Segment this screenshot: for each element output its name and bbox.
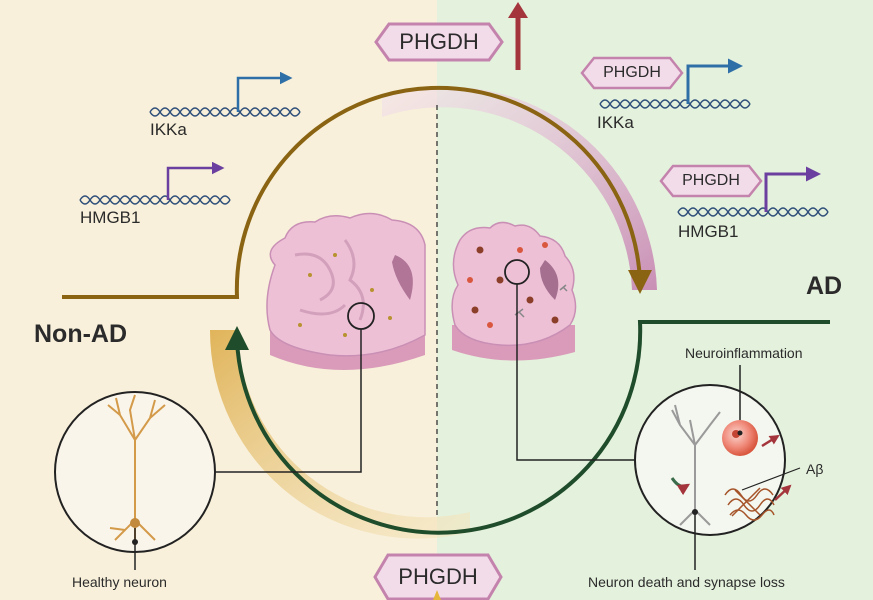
hmgb1-promoter-left bbox=[166, 161, 225, 200]
ad-neuron-circle bbox=[634, 384, 786, 536]
mauve-arc-arrow bbox=[382, 86, 657, 291]
ad-brain-slice bbox=[451, 221, 577, 361]
hmgb1-gene-right bbox=[677, 207, 829, 217]
ikka-left-label: IKKa bbox=[150, 120, 187, 139]
neuroinflammation-label: Neuroinflammation bbox=[685, 345, 803, 361]
ikka-gene-right bbox=[599, 99, 751, 109]
healthy-zoom-line bbox=[215, 329, 362, 473]
brown-arrowhead bbox=[628, 270, 652, 294]
ad-label: AD bbox=[806, 272, 843, 300]
hmgb1-promoter-right bbox=[764, 166, 821, 212]
phgdh-top-label: PHGDH bbox=[399, 29, 479, 54]
phgdh-hmgb1-label: PHGDH bbox=[682, 172, 740, 189]
ikka-promoter-left bbox=[236, 71, 293, 112]
star-icon bbox=[433, 590, 441, 600]
ikka-promoter-right bbox=[686, 58, 743, 104]
phgdh-bottom-hex bbox=[373, 553, 503, 600]
ad-zoom-line bbox=[516, 284, 640, 461]
green-arrowhead bbox=[225, 326, 249, 350]
neuron-death-label: Neuron death and synapse loss bbox=[588, 574, 785, 590]
phgdh-ikka-hex bbox=[580, 56, 684, 90]
phgdh-bottom-label: PHGDH bbox=[398, 564, 478, 589]
ikka-right-label: IKKa bbox=[597, 113, 634, 132]
hmgb1-right-label: HMGB1 bbox=[678, 222, 739, 241]
inflammation-cell bbox=[722, 420, 758, 456]
ikka-gene-left bbox=[149, 107, 301, 117]
phgdh-top-hex bbox=[374, 22, 504, 62]
hmgb1-gene-left bbox=[79, 195, 231, 205]
phgdh-hmgb1-hex bbox=[659, 164, 763, 198]
phgdh-ikka-label: PHGDH bbox=[603, 64, 661, 81]
green-path-line bbox=[235, 320, 830, 535]
healthy-neuron-icon bbox=[107, 394, 166, 545]
brown-path-line bbox=[62, 85, 642, 299]
neuron-soma bbox=[130, 518, 140, 528]
healthy-neuron-label: Healthy neuron bbox=[72, 574, 167, 590]
abeta-label: Aβ bbox=[806, 461, 824, 477]
healthy-brain-slice bbox=[266, 212, 426, 370]
abeta-plaque-icon bbox=[724, 487, 775, 521]
non-ad-label: Non-AD bbox=[34, 320, 128, 348]
hmgb1-left-label: HMGB1 bbox=[80, 208, 141, 227]
